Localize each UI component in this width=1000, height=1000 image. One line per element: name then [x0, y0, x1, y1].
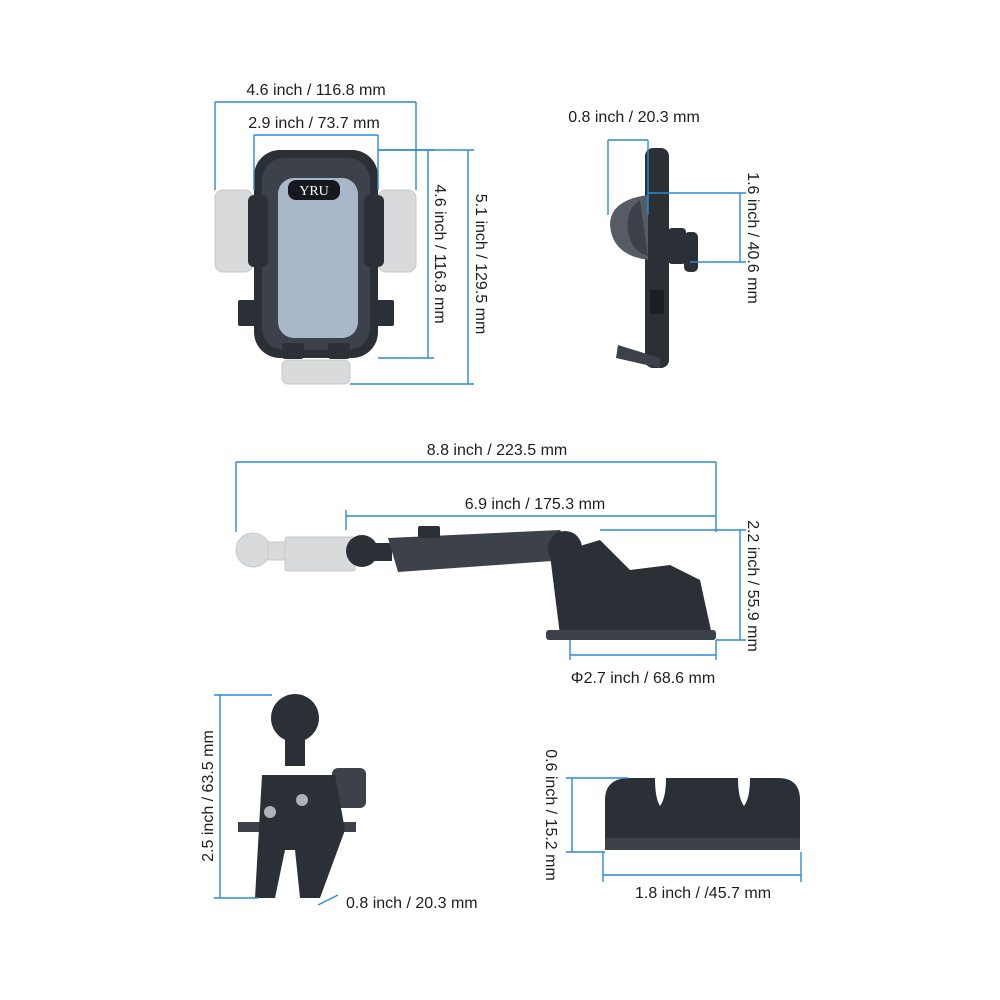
dim-line-vent-depth: [317, 894, 339, 906]
vent-screw-right: [296, 794, 308, 806]
side-ball-socket: [668, 228, 686, 264]
arm-neck: [374, 543, 392, 561]
arm-lock-knob: [418, 526, 440, 538]
vent-screw-left: [264, 806, 276, 818]
dim-label-height-total: 5.1 inch / 129.5 mm: [472, 194, 489, 335]
vent-ball: [271, 694, 319, 742]
ghost-ball: [235, 532, 271, 568]
brand-logo: YRU: [299, 184, 329, 199]
arm-dimensions: 8.8 inch / 223.5 mm 6.9 inch / 175.3 mm …: [235, 442, 761, 687]
dim-label-arm-min: 6.9 inch / 175.3 mm: [465, 496, 606, 513]
dim-label-side-grip-height: 1.6 inch / 40.6 mm: [744, 172, 761, 304]
dim-label-cable-height: 0.6 inch / 15.2 mm: [542, 749, 559, 881]
holder-front-view: YRU: [214, 150, 417, 385]
dim-label-suction-diameter: Φ2.7 inch / 68.6 mm: [571, 670, 715, 687]
brand-logo-badge: [288, 180, 340, 200]
side-foot: [616, 345, 660, 368]
cable-slot-left: [655, 778, 666, 806]
right-release-button: [376, 300, 394, 326]
arm-beam: [388, 530, 572, 572]
dim-label-height-min: 4.6 inch / 116.8 mm: [431, 184, 448, 323]
side-knob: [684, 232, 698, 272]
left-release-button: [238, 300, 256, 326]
vent-knob: [332, 768, 366, 808]
holder-screen-panel: [278, 178, 358, 338]
dim-label-side-depth: 0.8 inch / 20.3 mm: [568, 109, 700, 126]
cable-clip-dimensions: 0.6 inch / 15.2 mm 1.8 inch / /45.7 mm: [542, 749, 802, 902]
dim-label-width-min: 2.9 inch / 73.7 mm: [248, 115, 380, 132]
cable-clip-view: [605, 778, 800, 850]
left-grip: [248, 195, 268, 267]
vent-clip-view: [238, 694, 366, 898]
dim-label-arm-total: 8.8 inch / 223.5 mm: [427, 442, 568, 459]
holder-side-dimensions: 0.8 inch / 20.3 mm 1.6 inch / 40.6 mm: [568, 109, 761, 304]
dim-label-vent-height: 2.5 inch / 63.5 mm: [200, 730, 217, 862]
right-bottom-foot: [328, 343, 350, 359]
arm-view: [235, 526, 716, 640]
holder-side-view: [610, 148, 698, 368]
cable-clip-base: [605, 838, 800, 850]
side-grip-pad: [627, 200, 648, 256]
dim-label-arm-height: 2.2 inch / 55.9 mm: [744, 520, 761, 652]
vent-clamp-body: [255, 775, 345, 898]
side-release-slot: [650, 290, 664, 314]
vent-clip-dimensions: 2.5 inch / 63.5 mm 0.8 inch / 20.3 mm: [200, 694, 478, 912]
right-grip: [364, 195, 384, 267]
holder-front-dimensions: 4.6 inch / 116.8 mm 2.9 inch / 73.7 mm 4…: [214, 82, 489, 385]
dim-label-vent-depth: 0.8 inch / 20.3 mm: [346, 895, 478, 912]
ghost-arm-segment: [284, 536, 356, 572]
dim-label-width-total: 4.6 inch / 116.8 mm: [246, 82, 385, 99]
ghost-bottom-foot: [281, 359, 351, 385]
vent-neck: [285, 738, 305, 766]
left-bottom-foot: [282, 343, 304, 359]
suction-pad: [546, 630, 716, 640]
cable-slot-right: [738, 778, 750, 806]
cable-clip-body: [605, 778, 800, 850]
arm-ball-head: [346, 535, 378, 567]
dim-label-cable-width: 1.8 inch / /45.7 mm: [635, 885, 771, 902]
suction-base-body: [550, 540, 712, 635]
ghost-left-arm: [214, 189, 254, 273]
